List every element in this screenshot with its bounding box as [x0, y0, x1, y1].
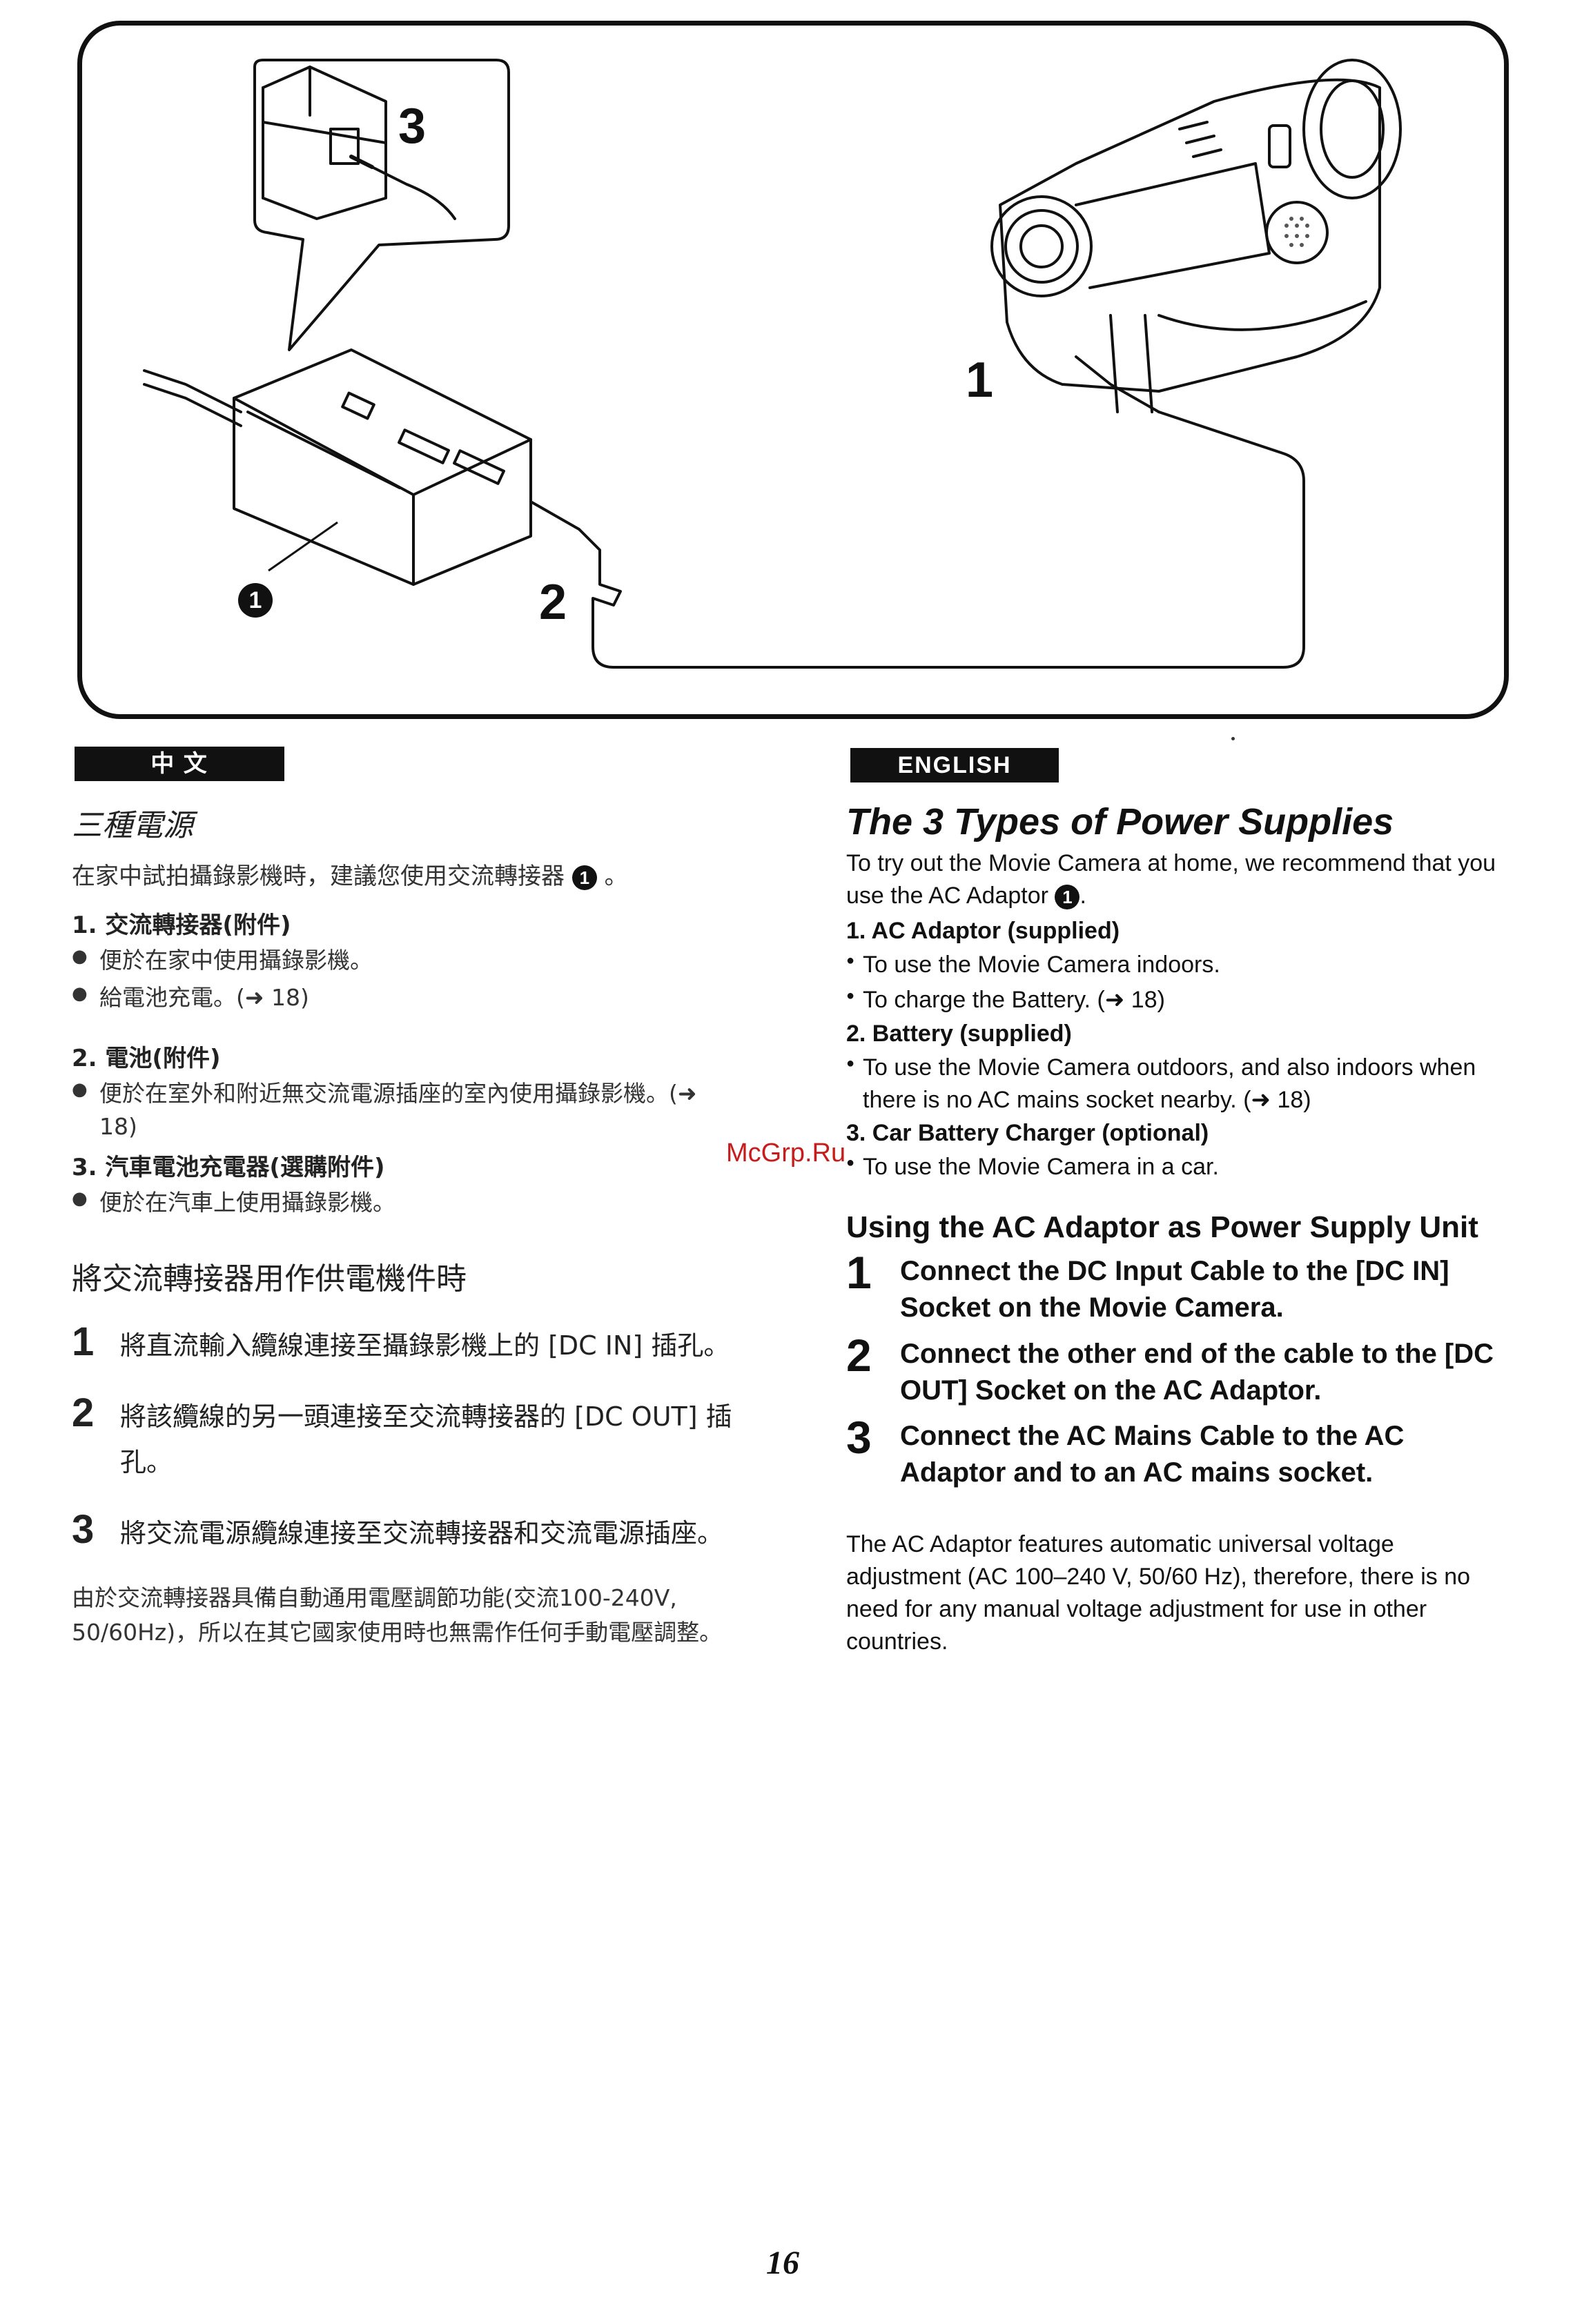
zh-title: 三種電源 — [72, 808, 193, 843]
en-step-2: 2 Connect the other end of the cable to … — [846, 1330, 1509, 1409]
zh-section-heading: 將交流轉接器用作供電機件時 — [72, 1261, 467, 1297]
en-voltage-note: The AC Adaptor features automatic univer… — [846, 1530, 1471, 1655]
zh-item-heading: 3. 汽車電池充電器(選購附件) — [72, 1154, 385, 1182]
en-item-2: 2. Battery (supplied) To use the Movie C… — [846, 1021, 1509, 1116]
en-bullet: To charge the Battery. (➜ 18) — [846, 984, 1509, 1016]
chinese-column: 三種電源 在家中試拍攝錄影機時，建議您使用交流轉接器 1 。 1. 交流轉接器(… — [72, 800, 734, 1649]
en-step-text: Connect the AC Mains Cable to the AC Ada… — [900, 1421, 1405, 1488]
camcorder-body — [999, 78, 1381, 393]
zh-step-number: 1 — [72, 1319, 95, 1365]
zh-step-1: 1 將直流輸入纜線連接至攝錄影機上的 [DC IN] 插孔。 — [72, 1319, 734, 1369]
english-language-tab: ENGLISH — [850, 748, 1059, 782]
speaker-grille — [1265, 201, 1329, 264]
ac-adaptor-body — [233, 348, 532, 586]
en-item-3: 3. Car Battery Charger (optional) To use… — [846, 1120, 1509, 1183]
chinese-language-tab: 中 文 — [75, 747, 284, 781]
callout-3: 3 — [398, 99, 427, 154]
zh-step-text: 將交流電源纜線連接至交流轉接器和交流電源插座。 — [120, 1517, 724, 1548]
en-bullet: To use the Movie Camera outdoors, and al… — [846, 1052, 1509, 1116]
en-step-number: 1 — [846, 1247, 872, 1299]
zh-bullet: 便於在汽車上使用攝錄影機。 — [72, 1186, 734, 1219]
en-section-heading: Using the AC Adaptor as Power Supply Uni… — [846, 1210, 1478, 1245]
english-column: The 3 Types of Power Supplies To try out… — [846, 800, 1509, 1658]
zh-intro-text: 在家中試拍攝錄影機時，建議您使用交流轉接器 — [72, 863, 565, 890]
zh-step-text: 將該纜線的另一頭連接至交流轉接器的 [DC OUT] 插孔。 — [120, 1401, 732, 1478]
en-step-number: 3 — [846, 1412, 872, 1464]
camera-lens — [990, 195, 1093, 297]
power-supply-illustration: 3 1 2 1 — [77, 21, 1509, 719]
en-item-heading: 3. Car Battery Charger (optional) — [846, 1120, 1209, 1147]
dc-cable — [529, 411, 1305, 669]
zh-step-3: 3 將交流電源纜線連接至交流轉接器和交流電源插座。 — [72, 1507, 734, 1557]
zh-step-text: 將直流輸入纜線連接至攝錄影機上的 [DC IN] 插孔。 — [120, 1330, 730, 1361]
zh-step-2: 2 將該纜線的另一頭連接至交流轉接器的 [DC OUT] 插孔。 — [72, 1390, 734, 1486]
en-intro: To try out the Movie Camera at home, we … — [846, 847, 1509, 912]
en-intro-text: To try out the Movie Camera at home, we … — [846, 850, 1496, 909]
zh-item-heading: 1. 交流轉接器(附件) — [72, 912, 291, 939]
en-bullet: To use the Movie Camera in a car. — [846, 1151, 1509, 1183]
zh-item-heading: 2. 電池(附件) — [72, 1044, 221, 1072]
zh-step-number: 2 — [72, 1390, 95, 1435]
zh-item-3: 3. 汽車電池充電器(選購附件) 便於在汽車上使用攝錄影機。 — [72, 1148, 734, 1219]
zh-item-1: 1. 交流轉接器(附件) 便於在家中使用攝錄影機。 給電池充電。(➜ 18) — [72, 906, 734, 1014]
en-title: The 3 Types of Power Supplies — [846, 801, 1394, 843]
en-step-number: 2 — [846, 1329, 872, 1381]
callout-1: 1 — [966, 353, 994, 408]
en-step-3: 3 Connect the AC Mains Cable to the AC A… — [846, 1412, 1509, 1491]
connection-diagram — [143, 59, 1402, 669]
en-step-text: Connect the other end of the cable to th… — [900, 1338, 1494, 1406]
zh-bullet: 便於在室外和附近無交流電源插座的室內使用攝錄影機。(➜ 18) — [72, 1077, 734, 1143]
zh-bullet: 便於在家中使用攝錄影機。 — [72, 944, 734, 977]
watermark: McGrp.Ru — [726, 1139, 846, 1168]
en-item-heading: 1. AC Adaptor (supplied) — [846, 917, 1120, 944]
zh-intro-end: 。 — [604, 863, 628, 890]
zoom-bubble — [253, 59, 510, 351]
zh-intro-circle: 1 — [571, 865, 597, 890]
en-intro-circle: 1 — [1055, 884, 1080, 909]
en-step-text: Connect the DC Input Cable to the [DC IN… — [900, 1256, 1449, 1323]
zh-item-2: 2. 電池(附件) 便於在室外和附近無交流電源插座的室內使用攝錄影機。(➜ 18… — [72, 1039, 734, 1143]
en-bullet: To use the Movie Camera indoors. — [846, 949, 1509, 981]
en-step-1: 1 Connect the DC Input Cable to the [DC … — [846, 1247, 1509, 1326]
zh-bullet: 給電池充電。(➜ 18) — [72, 981, 734, 1014]
callout-circle-1: 1 — [238, 583, 273, 618]
stray-dot — [1231, 737, 1235, 740]
zh-intro: 在家中試拍攝錄影機時，建議您使用交流轉接器 1 。 — [72, 857, 734, 891]
page-number: 16 — [766, 2245, 799, 2281]
en-item-heading: 2. Battery (supplied) — [846, 1020, 1072, 1047]
zh-voltage-note: 由於交流轉接器具備自動通用電壓調節功能(交流100-240V, 50/60Hz)… — [72, 1584, 723, 1646]
mains-cable — [143, 369, 242, 413]
zh-step-number: 3 — [72, 1506, 95, 1552]
en-item-1: 1. AC Adaptor (supplied) To use the Movi… — [846, 918, 1509, 1016]
callout-2: 2 — [539, 575, 567, 630]
viewfinder — [1302, 59, 1402, 199]
en-intro-end: . — [1079, 882, 1086, 909]
